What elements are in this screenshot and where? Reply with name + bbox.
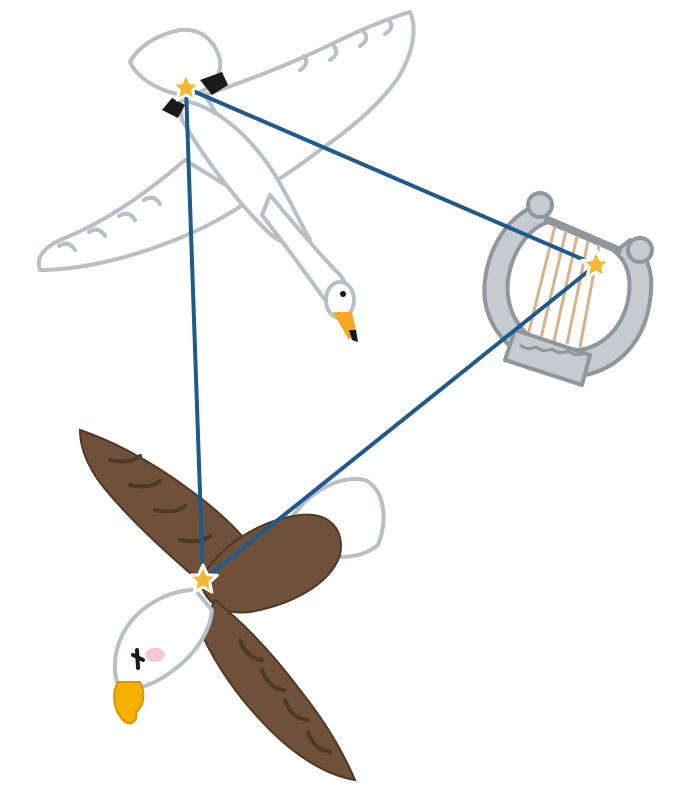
swan-icon [36,10,416,342]
swan-tail [128,27,223,97]
lyre-scroll-left [526,191,554,219]
lyre-base [503,328,592,387]
star-altair [187,563,219,594]
line-altair-deneb [184,86,205,582]
line-vega-altair [201,263,598,582]
summer-triangle-lines [184,86,598,582]
swan-eye [340,291,346,297]
swan-foot-left [162,98,185,118]
swan-left-wing [36,158,252,272]
eagle-eye [131,648,145,670]
eagle-beak [113,681,145,725]
lyre-strings [526,225,601,348]
eagle-body [198,513,342,614]
star-vega [580,248,612,279]
eagle-icon [78,428,386,782]
eagle-blush [145,648,165,662]
star-deneb [170,71,202,102]
swan-foot-right [200,72,228,95]
stars [170,71,612,594]
lyre-scroll-right [626,236,654,264]
line-deneb-vega [184,86,598,267]
eagle-head [112,588,214,692]
lyre-crossbar [544,216,622,254]
